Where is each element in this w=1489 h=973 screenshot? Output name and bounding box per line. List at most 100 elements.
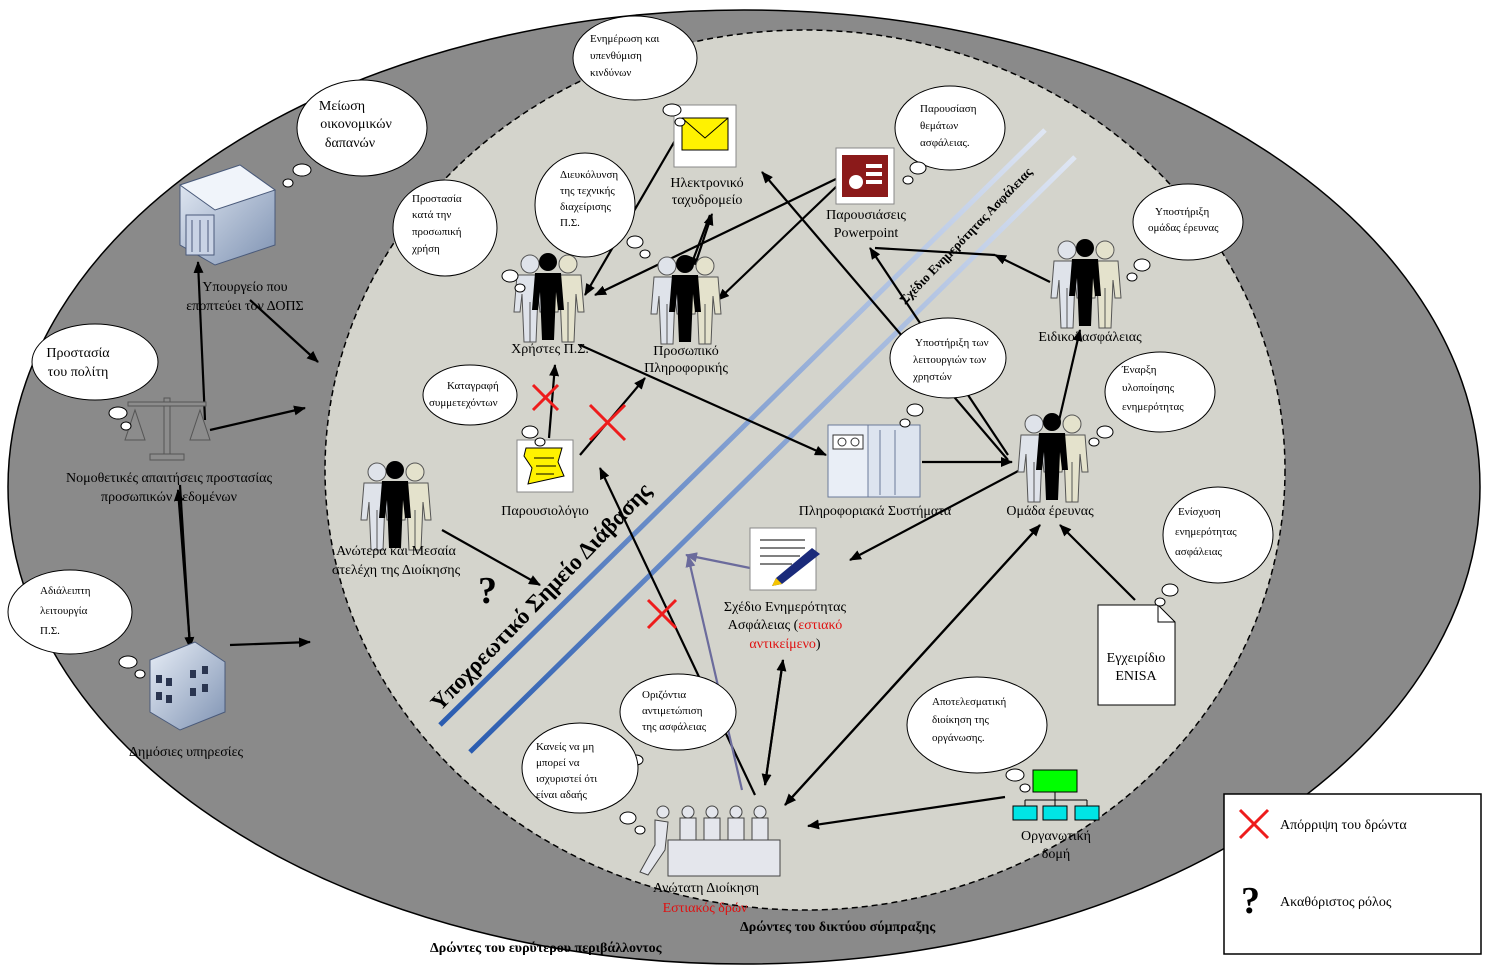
inner-ring-label: Δρώντες του δικτύου σύμπραξης: [740, 920, 936, 935]
svg-text:Υποστήριξη: Υποστήριξη: [1155, 206, 1209, 218]
passage-band: [438, 128, 1077, 754]
managers-label-2: στελέχη της Διοίκησης: [332, 563, 461, 578]
svg-text:Αδιάλειπτη: Αδιάλειπτη: [40, 585, 91, 597]
svg-text:Π.Σ.: Π.Σ.: [560, 217, 580, 229]
org-structure-label-2: δομή: [1042, 847, 1070, 862]
svg-text:Οριζόντια: Οριζόντια: [642, 689, 686, 701]
public-services-building-icon: [149, 641, 226, 731]
managers-label-1: Ανώτερα και Μεσαία: [336, 544, 456, 559]
powerpoint-label-1: Παρουσιάσεις: [826, 208, 906, 223]
svg-text:Ενίσχυση: Ενίσχυση: [1178, 506, 1221, 518]
cloud-nobody-ignorant: Κανείς να μη μπορεί να ισχυριστεί ότι εί…: [521, 722, 646, 835]
svg-text:οικονομικών: οικονομικών: [320, 117, 392, 132]
svg-text:λειτουργιών των: λειτουργιών των: [913, 354, 986, 366]
attendance-label: Παρουσιολόγιο: [501, 504, 588, 519]
enisa-document-icon: [1097, 604, 1176, 706]
powerpoint-label-2: Powerpoint: [834, 226, 899, 241]
svg-text:ενημερότητας: ενημερότητας: [1122, 401, 1184, 413]
research-team-label: Ομάδα έρευνας: [1006, 504, 1094, 519]
svg-text:μπορεί να: μπορεί να: [536, 757, 580, 769]
svg-text:Υποστήριξη των: Υποστήριξη των: [915, 337, 989, 349]
svg-text:θεμάτων: θεμάτων: [920, 120, 958, 132]
svg-text:Διευκόλυνση: Διευκόλυνση: [560, 169, 618, 181]
svg-text:λειτουργία: λειτουργία: [40, 605, 88, 617]
svg-text:κινδύνων: κινδύνων: [590, 67, 631, 79]
svg-text:Αποτελεσματική: Αποτελεσματική: [932, 696, 1007, 708]
legislation-label-2: προσωπικών δεδομένων: [101, 490, 237, 505]
cloud-support-team: Υποστήριξη ομάδας έρευνας: [1126, 183, 1244, 282]
enisa-label-2: ENISA: [1115, 669, 1157, 684]
email-label-2: ταχυδρομείο: [672, 193, 743, 208]
ministry-label-1: Υπουργείο που: [202, 280, 287, 295]
svg-text:Μείωση: Μείωση: [319, 99, 365, 114]
attendance-sheet-icon: [516, 439, 574, 493]
it-staff-label-2: Πληροφορικής: [644, 361, 728, 376]
inner-network-ellipse: [324, 29, 1286, 911]
legislation-label-1: Νομοθετικές απαιτήσεις προστασίας: [66, 471, 272, 486]
svg-text:ομάδας έρευνας: ομάδας έρευνας: [1148, 222, 1219, 234]
security-experts-group-icon: [1050, 239, 1122, 329]
plan-label-3: αντικείμενο): [749, 637, 820, 652]
svg-text:υπενθύμιση: υπενθύμιση: [590, 50, 642, 62]
legend-question-icon: ?: [1241, 880, 1260, 922]
server-cabinet-icon: [827, 424, 921, 498]
svg-text:Έναρξη: Έναρξη: [1121, 364, 1157, 376]
research-team-group-icon: [1017, 413, 1089, 503]
is-users-label: Χρήστες Π.Σ.: [511, 342, 589, 357]
email-label-1: Ηλεκτρονικό: [670, 176, 743, 191]
svg-text:υλοποίησης: υλοποίησης: [1122, 382, 1175, 394]
svg-text:χρηστών: χρηστών: [912, 371, 952, 383]
cloud-continuous: Αδιάλειπτη λειτουργία Π.Σ.: [7, 569, 146, 679]
it-staff-label-1: Προσωπικό: [653, 344, 718, 359]
svg-text:κατά την: κατά την: [412, 209, 451, 221]
svg-text:της ασφάλειας: της ασφάλειας: [642, 721, 707, 733]
cloud-inform-risks: Ενημέρωση και υπενθύμιση κινδύνων: [572, 15, 698, 127]
cloud-cost: Μείωση οικονομικών δαπανών: [282, 79, 428, 188]
svg-text:ισχυριστεί ότι: ισχυριστεί ότι: [536, 773, 597, 785]
ministry-label-2: εποπτεύει τον ΔΟΠΣ: [186, 299, 303, 314]
it-staff-group-icon: [650, 255, 722, 345]
svg-text:ασφάλειας.: ασφάλειας.: [920, 137, 970, 149]
cloud-register: Καταγραφή συμμετεχόντων: [422, 364, 546, 447]
svg-text:αντιμετώπιση: αντιμετώπιση: [642, 705, 703, 717]
ministry-building-icon: [178, 164, 277, 266]
svg-text:ασφάλειας: ασφάλειας: [1175, 546, 1222, 558]
svg-text:Παρουσίαση: Παρουσίαση: [920, 103, 977, 115]
managers-group-icon: [360, 461, 432, 551]
legend-box: Απόρριψη του δρώντα ? Ακαθόριστος ρόλος: [1223, 793, 1482, 955]
svg-text:Καταγραφή: Καταγραφή: [447, 380, 499, 392]
public-services-label: Δημόσιες υπηρεσίες: [129, 745, 243, 760]
plan-connections: [685, 552, 751, 791]
top-management-board-icon: [639, 805, 781, 877]
svg-text:δαπανών: δαπανών: [325, 136, 375, 151]
svg-text:διοίκηση της: διοίκηση της: [932, 714, 990, 726]
svg-text:ενημερότητας: ενημερότητας: [1175, 526, 1237, 538]
svg-text:του πολίτη: του πολίτη: [48, 365, 109, 380]
managers-unknown-role-mark: ?: [478, 570, 497, 612]
justice-scales-icon: [124, 397, 211, 461]
cloud-citizen: Προστασία του πολίτη: [31, 323, 159, 431]
cloud-topics: Παρουσίαση θεμάτων ασφάλειας.: [894, 85, 1006, 185]
legend-reject-icon: [1238, 808, 1270, 840]
powerpoint-icon: [835, 147, 895, 205]
svg-text:οργάνωσης.: οργάνωσης.: [932, 732, 985, 744]
legend-reject-label: Απόρριψη του δρώντα: [1280, 818, 1407, 833]
top-mgmt-label: Ανώτατη Διοίκηση: [653, 881, 759, 896]
outer-ring-label: Δρώντες του ευρύτερου περιβάλλοντος: [430, 941, 663, 956]
cloud-personal-use: Προστασία κατά την προσωπική χρήση: [392, 179, 526, 293]
svg-text:διαχείρισης: διαχείρισης: [560, 201, 611, 213]
email-envelope-icon: [673, 104, 737, 168]
info-systems-label: Πληροφοριακά Συστήματα: [799, 504, 952, 519]
svg-text:Ενημέρωση και: Ενημέρωση και: [590, 33, 659, 45]
cloud-facilitate: Διευκόλυνση της τεχνικής διαχείρισης Π.Σ…: [534, 152, 651, 259]
focal-actor-label: Εστιακός δρών: [663, 901, 748, 916]
plan-label-1: Σχέδιο Ενημερότητας: [724, 600, 847, 615]
svg-text:Προστασία: Προστασία: [46, 346, 110, 361]
plan-document-pen-icon: [749, 527, 820, 591]
svg-text:Π.Σ.: Π.Σ.: [40, 625, 60, 637]
is-users-group-icon: [513, 253, 585, 343]
org-chart-icon: [1012, 769, 1100, 821]
legend-unknown-label: Ακαθόριστος ρόλος: [1280, 895, 1392, 910]
cloud-strengthen: Ενίσχυση ενημερότητας ασφάλειας: [1154, 486, 1274, 607]
